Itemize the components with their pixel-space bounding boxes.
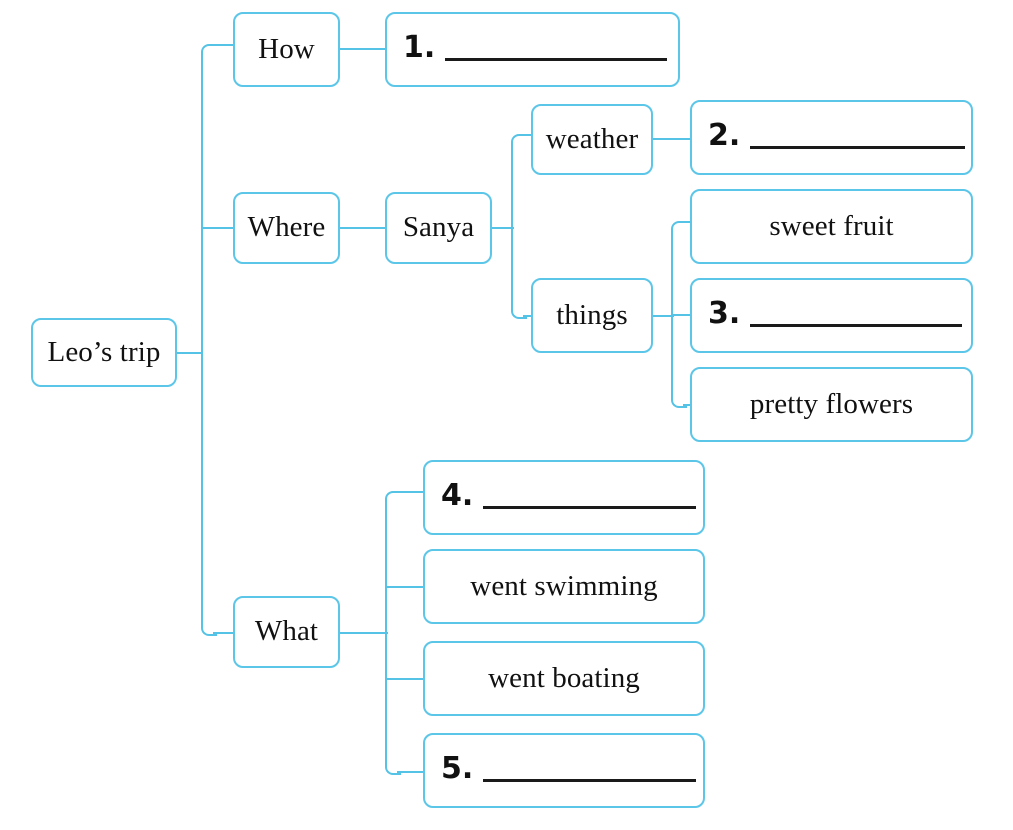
blank-2-rule[interactable] bbox=[750, 146, 966, 149]
connector-where-to-sanya bbox=[340, 227, 387, 229]
blank-1-number: 1. bbox=[403, 30, 436, 65]
connector-to-weather bbox=[523, 134, 533, 136]
connector-elbow-how bbox=[201, 44, 217, 60]
node-blank-2[interactable]: 2. bbox=[690, 100, 973, 175]
node-weather-label: weather bbox=[545, 122, 639, 155]
node-pretty-flowers-label: pretty flowers bbox=[749, 387, 914, 420]
blank-3-rule[interactable] bbox=[750, 324, 963, 327]
connector-elbow-blank5 bbox=[385, 759, 401, 775]
node-where-label: Where bbox=[247, 211, 326, 244]
node-went-swimming-label: went swimming bbox=[470, 569, 658, 602]
node-went-boating-label: went boating bbox=[488, 661, 640, 694]
node-blank-5[interactable]: 5. bbox=[423, 733, 705, 808]
node-pretty-flowers[interactable]: pretty flowers bbox=[690, 367, 973, 442]
node-sanya[interactable]: Sanya bbox=[385, 192, 492, 264]
node-things[interactable]: things bbox=[531, 278, 653, 353]
blank-5-rule[interactable] bbox=[483, 779, 697, 782]
blank-4-rule[interactable] bbox=[483, 506, 697, 509]
connector-sanya-vertical bbox=[511, 146, 513, 310]
connector-to-blank3 bbox=[671, 314, 692, 316]
connector-what-stub bbox=[340, 632, 388, 634]
connector-elbow-blank4 bbox=[385, 491, 401, 507]
node-where[interactable]: Where bbox=[233, 192, 340, 264]
blank-3-number: 3. bbox=[708, 296, 741, 331]
node-blank-1[interactable]: 1. bbox=[385, 12, 680, 87]
node-root-label: Leo’s trip bbox=[47, 335, 161, 368]
connector-to-went-boating bbox=[385, 678, 425, 680]
connector-to-blank5 bbox=[397, 771, 425, 773]
connector-what-vertical bbox=[385, 503, 387, 765]
node-sanya-label: Sanya bbox=[402, 211, 475, 244]
node-went-boating[interactable]: went boating bbox=[423, 641, 705, 716]
connector-root-stub bbox=[177, 352, 203, 354]
connector-to-sweet-fruit bbox=[683, 221, 692, 223]
connector-trunk-to-where bbox=[201, 227, 235, 229]
node-what[interactable]: What bbox=[233, 596, 340, 668]
connector-elbow-sweet-fruit bbox=[671, 221, 687, 237]
node-how-label: How bbox=[258, 32, 315, 65]
node-root[interactable]: Leo’s trip bbox=[31, 318, 177, 387]
node-blank-4[interactable]: 4. bbox=[423, 460, 705, 535]
connector-sanya-stub bbox=[492, 227, 514, 229]
blank-4-number: 4. bbox=[441, 478, 474, 513]
connector-to-things bbox=[523, 315, 533, 317]
blank-2-number: 2. bbox=[708, 118, 741, 153]
connector-things-stub bbox=[653, 315, 674, 317]
connector-to-blank4 bbox=[397, 491, 425, 493]
node-sweet-fruit[interactable]: sweet fruit bbox=[690, 189, 973, 264]
node-went-swimming[interactable]: went swimming bbox=[423, 549, 705, 624]
node-how[interactable]: How bbox=[233, 12, 340, 87]
connector-trunk-vertical bbox=[201, 56, 203, 626]
connector-weather-to-blank2 bbox=[653, 138, 692, 140]
connector-how-to-blank1 bbox=[340, 48, 387, 50]
node-blank-3[interactable]: 3. bbox=[690, 278, 973, 353]
node-sweet-fruit-label: sweet fruit bbox=[769, 209, 894, 242]
connector-to-pretty-flowers bbox=[683, 404, 692, 406]
connector-elbow-pretty-flowers bbox=[671, 392, 687, 408]
connector-to-went-swimming bbox=[385, 586, 425, 588]
connector-trunk-to-how bbox=[213, 44, 235, 46]
connector-elbow-weather bbox=[511, 134, 527, 150]
blank-1-rule[interactable] bbox=[445, 58, 668, 61]
connector-trunk-to-what bbox=[213, 632, 235, 634]
node-weather[interactable]: weather bbox=[531, 104, 653, 175]
blank-5-number: 5. bbox=[441, 751, 474, 786]
connector-elbow-things bbox=[511, 303, 527, 319]
node-things-label: things bbox=[556, 298, 628, 331]
connector-elbow-what bbox=[201, 620, 217, 636]
node-what-label: What bbox=[254, 615, 319, 648]
